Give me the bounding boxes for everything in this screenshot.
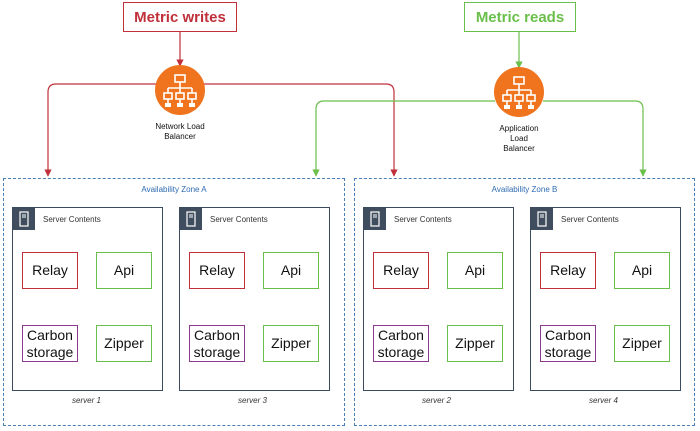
api-box: Api (614, 252, 670, 289)
relay-box: Relay (22, 252, 78, 289)
load-balancer-icon (494, 67, 544, 117)
metric-reads-label: Metric reads (464, 2, 576, 32)
server-name: server 1 (72, 396, 101, 405)
zipper-box: Zipper (263, 325, 319, 362)
server-name: server 2 (422, 396, 451, 405)
write-line-zone-a (44, 83, 156, 177)
server-icon (180, 208, 202, 230)
server-name: server 4 (589, 396, 618, 405)
zipper-box: Zipper (614, 325, 670, 362)
server-contents-label: Server Contents (210, 215, 268, 224)
zipper-box: Zipper (96, 325, 152, 362)
server-name: server 3 (238, 396, 267, 405)
availability-zone-b: Availability Zone B (354, 178, 695, 426)
api-box: Api (96, 252, 152, 289)
server-icon (531, 208, 553, 230)
read-line-zone-a (312, 100, 495, 177)
api-box: Api (263, 252, 319, 289)
relay-box: Relay (189, 252, 245, 289)
server-icon (364, 208, 386, 230)
availability-zone-a: Availability Zone A (3, 178, 345, 426)
server-contents-label: Server Contents (394, 215, 452, 224)
relay-box: Relay (540, 252, 596, 289)
zone-title: Availability Zone A (141, 185, 207, 194)
write-line-zone-b (204, 83, 398, 177)
zone-title: Availability Zone B (491, 185, 558, 194)
network-lb-caption: Network Load Balancer (155, 122, 205, 141)
server-contents-label: Server Contents (561, 215, 619, 224)
api-box: Api (447, 252, 503, 289)
application-load-balancer (493, 66, 545, 118)
load-balancer-icon (155, 65, 205, 115)
metric-writes-label: Metric writes (123, 2, 237, 32)
server-icon (13, 208, 35, 230)
relay-box: Relay (373, 252, 429, 289)
application-lb-caption: Application Load Balancer (499, 124, 539, 153)
server-contents-label: Server Contents (43, 215, 101, 224)
zipper-box: Zipper (447, 325, 503, 362)
network-load-balancer (154, 64, 206, 116)
read-line-zone-b (543, 100, 647, 177)
